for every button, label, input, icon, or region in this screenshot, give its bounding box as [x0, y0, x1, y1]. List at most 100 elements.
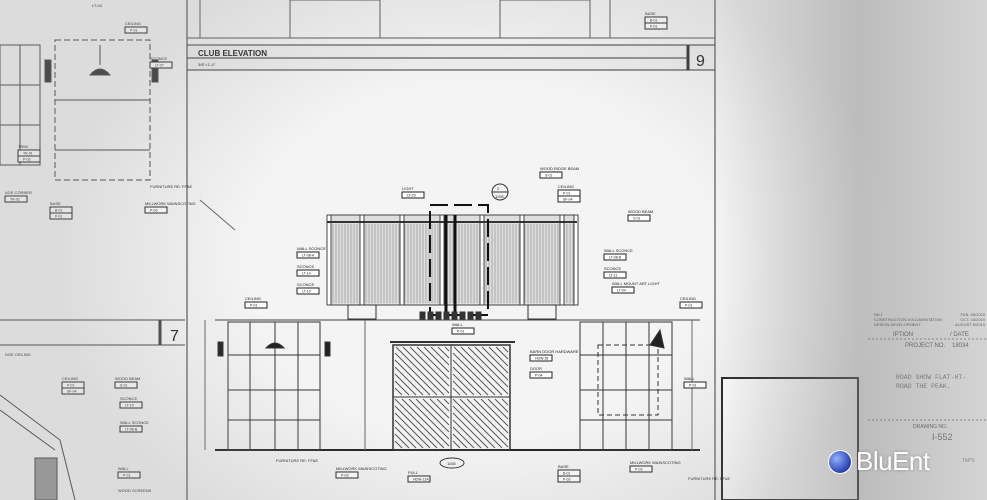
callout-code-box: [603, 253, 627, 261]
callout-code: LT-08-A: [302, 254, 315, 258]
svg-text:OCT. 04/2019: OCT. 04/2019: [960, 317, 985, 322]
door-hatch: [394, 373, 417, 396]
callout-label: FURNITURE RE: FF&E: [276, 458, 319, 463]
barn-doors: [390, 341, 515, 451]
callout-code: S-01: [120, 384, 127, 388]
door-hatch: [422, 398, 450, 426]
door-hatch: [459, 398, 509, 448]
col-description: IPTION: [893, 332, 913, 338]
door-hatch: [452, 352, 496, 396]
svg-text:DESIGN DEVELOPMENT: DESIGN DEVELOPMENT: [874, 322, 921, 327]
callout-label: BASE: [645, 11, 656, 16]
callout-code-box: [683, 381, 707, 389]
callout-code-box: [529, 354, 553, 362]
door-hatch: [460, 346, 509, 395]
callout-code: HDW-28: [535, 357, 548, 361]
callout-code: P-03: [23, 158, 30, 162]
door-hatch: [495, 346, 509, 360]
door-hatch: [394, 366, 424, 396]
callout-label: BASE: [50, 201, 61, 206]
project-label: PROJECT NO.: [905, 343, 946, 349]
door-hatch: [394, 433, 410, 449]
door-hatch: [501, 398, 509, 406]
callout-code-box: [296, 287, 320, 295]
callout-barn-door-hardware: BARN DOOR HARDWARE HDW-28: [529, 349, 579, 362]
door-hatch: [452, 366, 482, 396]
door-hatch: [436, 398, 450, 412]
callout-label: CEILING: [245, 296, 261, 301]
callout-wall: WALL P-01: [117, 466, 141, 479]
col-date: / DATE: [950, 332, 969, 338]
callout-code: P-01: [123, 474, 130, 478]
door-hatch: [452, 419, 482, 449]
door-hatch: [437, 346, 450, 359]
section-tag-top: 2: [497, 186, 500, 191]
door-hatch: [480, 398, 509, 427]
callout-label: TRIM: [18, 144, 28, 149]
door-hatch: [394, 412, 431, 449]
main-scale: 3/8"=1'-0": [198, 62, 216, 67]
pendant-light: [419, 311, 426, 321]
callout-label: DOOR: [530, 366, 542, 371]
upper-elevation: [187, 0, 715, 39]
callout-code-box: [4, 195, 28, 203]
wood-slat-ceiling: [326, 214, 579, 306]
callout-code: P-01: [563, 192, 570, 196]
callout-code-box: [17, 155, 41, 163]
door-hatch: [467, 346, 509, 388]
callout-label: CEILING: [680, 296, 696, 301]
door-hatch: [473, 398, 509, 434]
left-window: [217, 321, 331, 451]
door-hatch: [394, 387, 403, 396]
callout-code: P-01: [457, 330, 464, 334]
door-hatch: [423, 346, 450, 373]
callout-label: SCONCE: [120, 396, 137, 401]
beam-post: [359, 214, 365, 306]
door-hatch: [452, 412, 489, 449]
main-number: 9: [696, 53, 705, 70]
callout-code-box: [114, 381, 138, 389]
callout-label: MILLWORK WAINSCOTING: [145, 201, 196, 206]
callout-code-box: [401, 191, 425, 199]
callout-label: WALL: [118, 466, 130, 471]
callout-label: SCONCE: [150, 56, 167, 61]
callout-label: BARN DOOR HARDWARE: [530, 349, 579, 354]
pendant-light: [427, 311, 434, 321]
door-hatch: [452, 387, 461, 396]
callout-label: FURNITURE RE: FF&E: [150, 184, 193, 189]
door-hatch: [416, 346, 450, 380]
pendant-light: [467, 311, 474, 321]
door-hatch: [443, 398, 450, 405]
callout-code: SF-04: [67, 390, 77, 394]
callout-code-box: [296, 251, 320, 259]
callout-code: LT-10: [302, 290, 311, 294]
main-title: CLUB ELEVATION: [198, 49, 267, 58]
door-hatch: [481, 346, 509, 374]
door-hatch: [452, 426, 475, 449]
door-hatch: [453, 346, 503, 396]
callout-code: B-01: [650, 19, 657, 23]
door-hatch: [394, 419, 424, 449]
callout-code: P-03: [635, 468, 642, 472]
callout-label: SCONCE: [297, 264, 314, 269]
callout-code-box: [296, 269, 320, 277]
callout-label: CEILING: [558, 184, 574, 189]
door-hatch: [415, 398, 450, 433]
pendant-light: [475, 311, 482, 321]
callout-furniture-re-ff-e: FURNITURE RE: FF&E: [276, 458, 319, 463]
